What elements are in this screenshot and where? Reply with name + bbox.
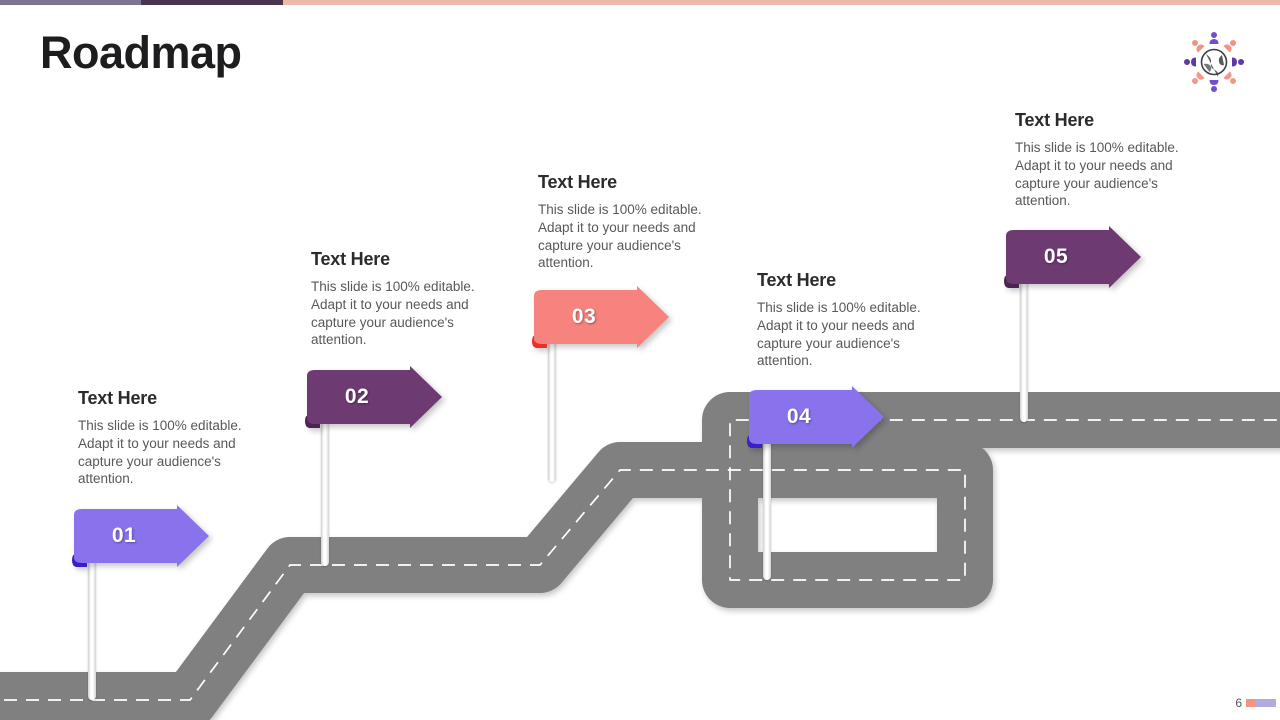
milestone-04-text: Text Here This slide is 100% editable. A…: [757, 270, 947, 370]
milestone-02-flag[interactable]: 02: [301, 366, 442, 436]
milestone-02-number: 02: [344, 385, 370, 408]
milestone-02-heading: Text Here: [311, 249, 390, 269]
page-accent-salmon: [1246, 699, 1255, 707]
milestone-04-heading: Text Here: [757, 270, 836, 290]
accent-segment-3: [283, 0, 1280, 5]
page-accent-purple: [1255, 699, 1276, 707]
page-title: Roadmap: [40, 27, 242, 78]
page-number: 6: [1235, 696, 1242, 710]
milestone-04-pole: [763, 420, 771, 580]
milestone-04-body: This slide is 100% editable. Adapt it to…: [757, 300, 921, 369]
milestone-05-text: Text Here This slide is 100% editable. A…: [1015, 110, 1205, 210]
milestone-05-flag[interactable]: 05: [1000, 226, 1141, 296]
milestone-01-text: Text Here This slide is 100% editable. A…: [78, 388, 268, 488]
top-accent-bar: [0, 0, 1280, 5]
milestone-03-body: This slide is 100% editable. Adapt it to…: [538, 202, 702, 271]
milestone-03-pole: [548, 322, 556, 482]
milestone-03-heading: Text Here: [538, 172, 617, 192]
milestone-02-text: Text Here This slide is 100% editable. A…: [311, 249, 501, 349]
milestone-05-number: 05: [1043, 245, 1069, 268]
milestone-01-heading: Text Here: [78, 388, 157, 408]
milestone-02-pole: [321, 402, 329, 566]
milestone-04-number: 04: [786, 405, 812, 428]
milestone-03-flag[interactable]: 03: [528, 286, 669, 356]
milestone-05-heading: Text Here: [1015, 110, 1094, 130]
milestone-01-body: This slide is 100% editable. Adapt it to…: [78, 418, 242, 487]
global-team-logo-icon: [1178, 26, 1250, 98]
milestone-01-number: 01: [111, 524, 137, 547]
milestone-03-text: Text Here This slide is 100% editable. A…: [538, 172, 728, 272]
milestone-01-flag[interactable]: 01: [68, 505, 209, 575]
milestone-05-pole: [1020, 262, 1028, 422]
accent-segment-2: [141, 0, 283, 5]
page-number-accent: [1246, 699, 1276, 707]
accent-segment-1: [0, 0, 141, 5]
milestone-03-number: 03: [571, 305, 597, 328]
milestone-01-pole: [88, 540, 96, 700]
milestone-04-flag[interactable]: 04: [743, 386, 884, 456]
milestone-05-body: This slide is 100% editable. Adapt it to…: [1015, 140, 1179, 209]
milestone-02-body: This slide is 100% editable. Adapt it to…: [311, 279, 475, 348]
